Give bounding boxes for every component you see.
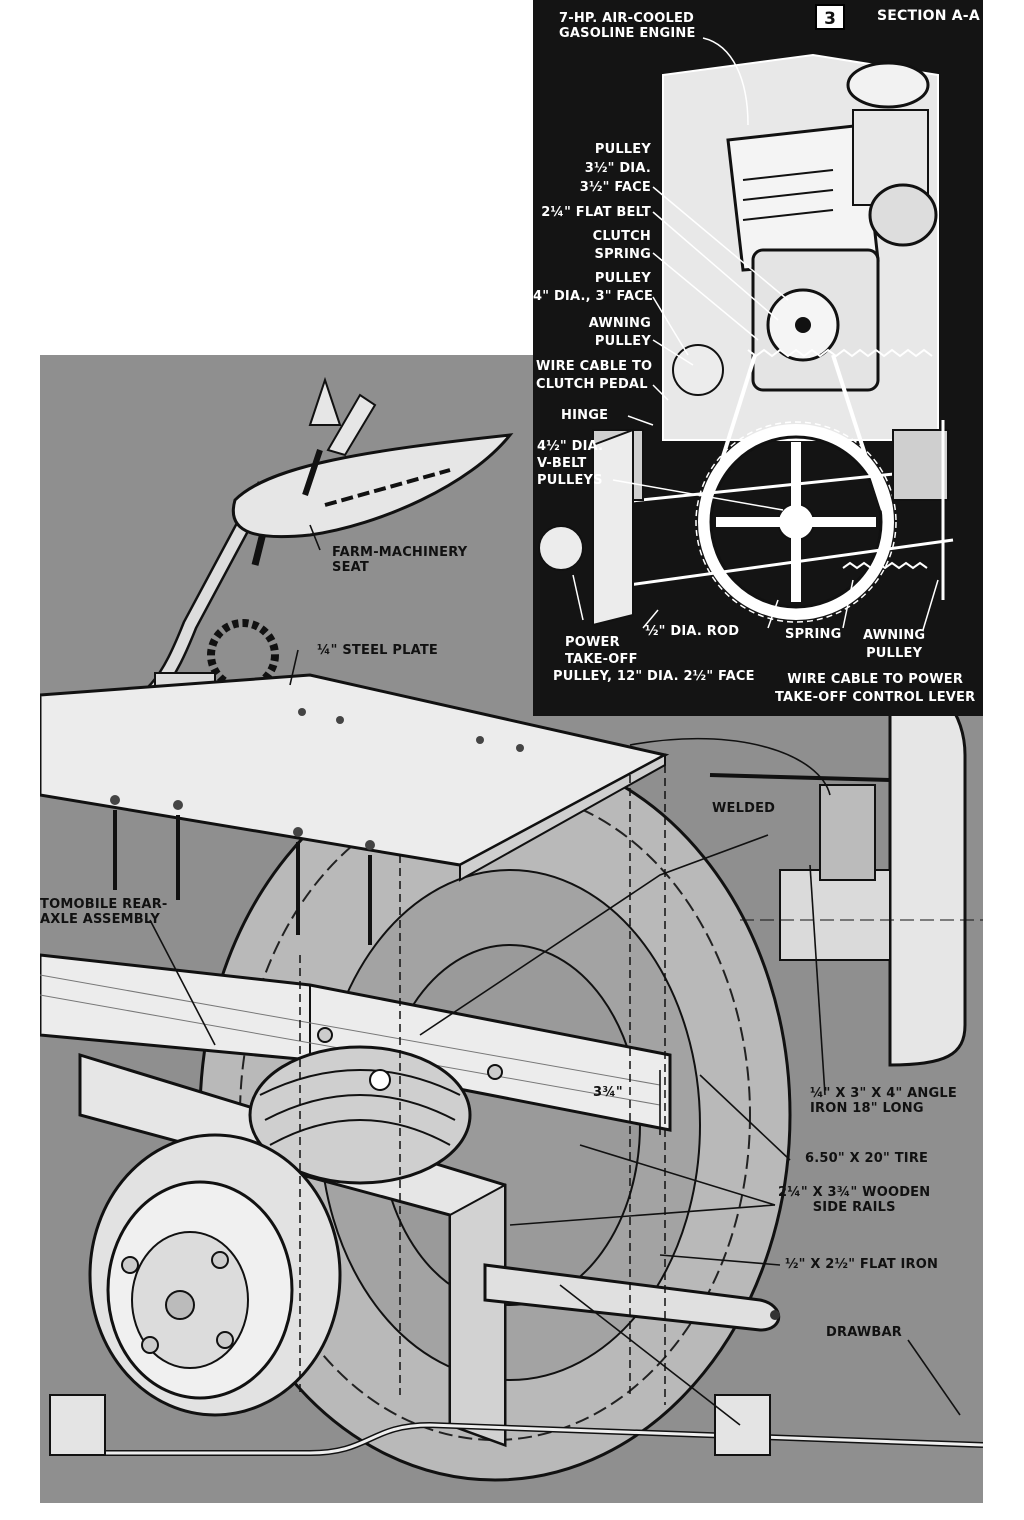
engine [662,53,939,441]
section-drawing [538,37,954,631]
rod-label: ½" DIA. ROD [645,624,740,639]
frame-rails [592,420,949,627]
angle-iron-label: ¼" X 3" X 4" ANGLE IRON 18" LONG [810,1086,957,1116]
hinge-label: HINGE [561,408,609,423]
seat-label: FARM-MACHINERY SEAT [332,545,468,575]
pulleys [538,344,954,623]
angle-iron-detail [709,673,983,1067]
trailer-drawing [40,376,983,1482]
engine-label: 7-HP. AIR-COOLED GASOLINE ENGINE [559,11,696,41]
clutch-spring-label: CLUTCH SPRING [592,229,651,262]
welded-label: WELDED [712,801,776,816]
tire-label: 6.50" X 20" TIRE [805,1151,929,1166]
springs [747,348,933,570]
pulley-small-label: PULLEY 3½" DIA. 3½" FACE [579,142,651,195]
pulley-12in-label: PULLEY, 12" DIA. 2½" FACE [553,669,755,684]
side-rails-label: 2¼" X 3¾" WOODEN SIDE RAILS [778,1185,931,1215]
wire-cable-clutch-label: WIRE CABLE TO CLUTCH PEDAL [536,359,653,392]
guide-lines [299,765,666,1405]
section-leaders [572,37,939,631]
drawbar-section [49,1394,983,1456]
leader-lines [149,524,961,1426]
awning-pulley-top-label: AWNING PULLEY [588,316,651,349]
steel-plate-label: ¼" STEEL PLATE [317,643,438,658]
farm-machinery-seat [231,376,514,539]
steel-plate [40,673,670,945]
awning-pulley-bottom-label: AWNING PULLEY [863,628,926,661]
figure-number: 3 [815,4,845,30]
flat-belt-label: 2¼" FLAT BELT [541,205,651,220]
pulley-4in-label: PULLEY 4" DIA., 3" FACE [533,271,654,304]
flat-iron-label: ½" X 2½" FLAT IRON [785,1257,939,1272]
spring-label: SPRING [785,627,842,642]
wire-cable-power-label: WIRE CABLE TO POWER TAKE-OFF CONTROL LEV… [775,672,976,705]
differential [248,1045,472,1185]
section-a-a-panel: 3 SECTION A-A 7-HP. AIR-COOLED GASOLINE … [533,0,983,716]
flat-iron [483,1263,781,1332]
section-title: SECTION A-A [877,8,980,24]
drawbar-label: DRAWBAR [826,1325,902,1340]
v-belt-label: 4½" DIA. V-BELT PULLEYS [537,439,604,488]
wheel-hub [88,1133,342,1417]
axle-assembly-label: TOMOBILE REAR- AXLE ASSEMBLY [40,897,168,927]
dimension-label: 3¾" [593,1085,623,1100]
power-takeoff-label: POWER TAKE-OFF [565,635,638,667]
